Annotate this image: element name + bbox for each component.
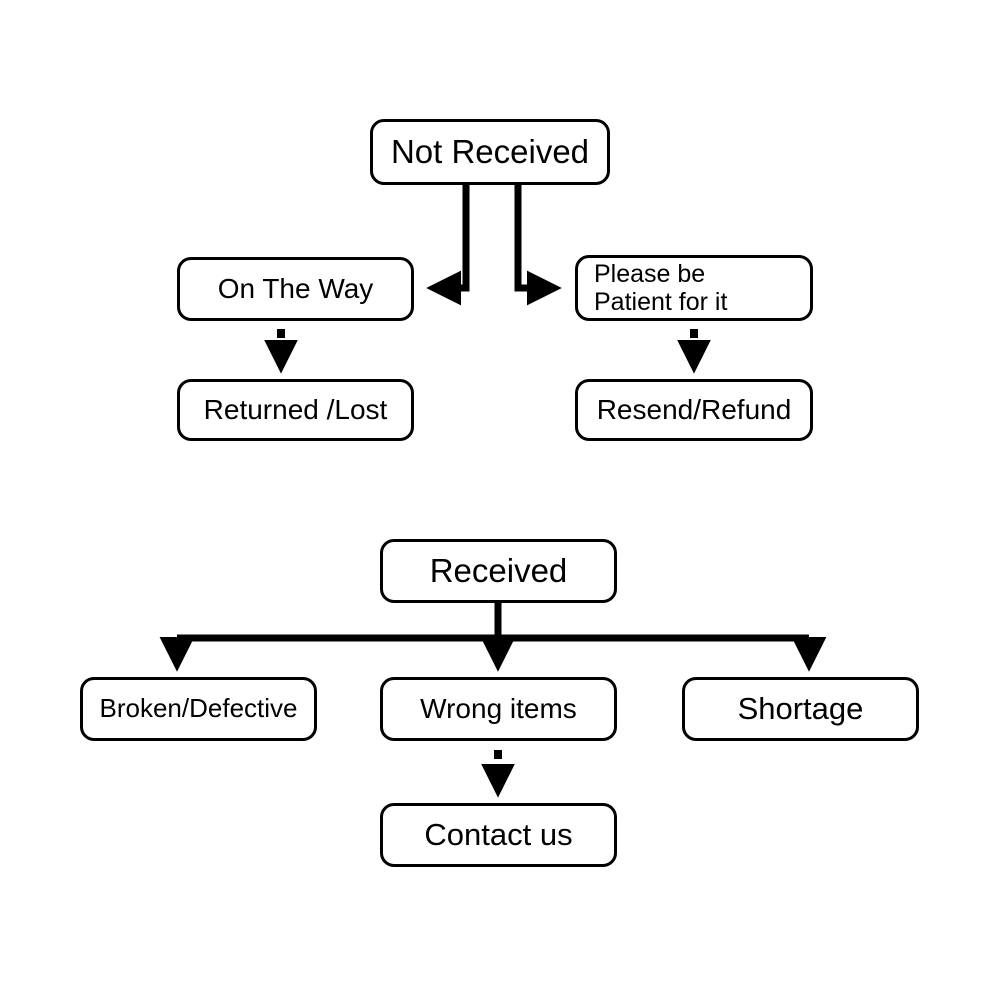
- node-wrong-items[interactable]: Wrong items: [380, 677, 617, 741]
- node-contact-us[interactable]: Contact us: [380, 803, 617, 867]
- node-on-the-way[interactable]: On The Way: [177, 257, 414, 321]
- node-shortage[interactable]: Shortage: [682, 677, 919, 741]
- edge-received-stem: [177, 603, 809, 642]
- node-returned-lost[interactable]: Returned /Lost: [177, 379, 414, 441]
- node-please-be-patient[interactable]: Please be Patient for it: [575, 255, 813, 321]
- edge-not-received-to-please-be-patient: [514, 185, 562, 306]
- node-resend-refund[interactable]: Resend/Refund: [575, 379, 813, 441]
- node-broken-defective[interactable]: Broken/Defective: [80, 677, 317, 741]
- node-not-received[interactable]: Not Received: [370, 119, 610, 185]
- edge-not-received-to-on-the-way: [426, 185, 470, 306]
- node-received[interactable]: Received: [380, 539, 617, 603]
